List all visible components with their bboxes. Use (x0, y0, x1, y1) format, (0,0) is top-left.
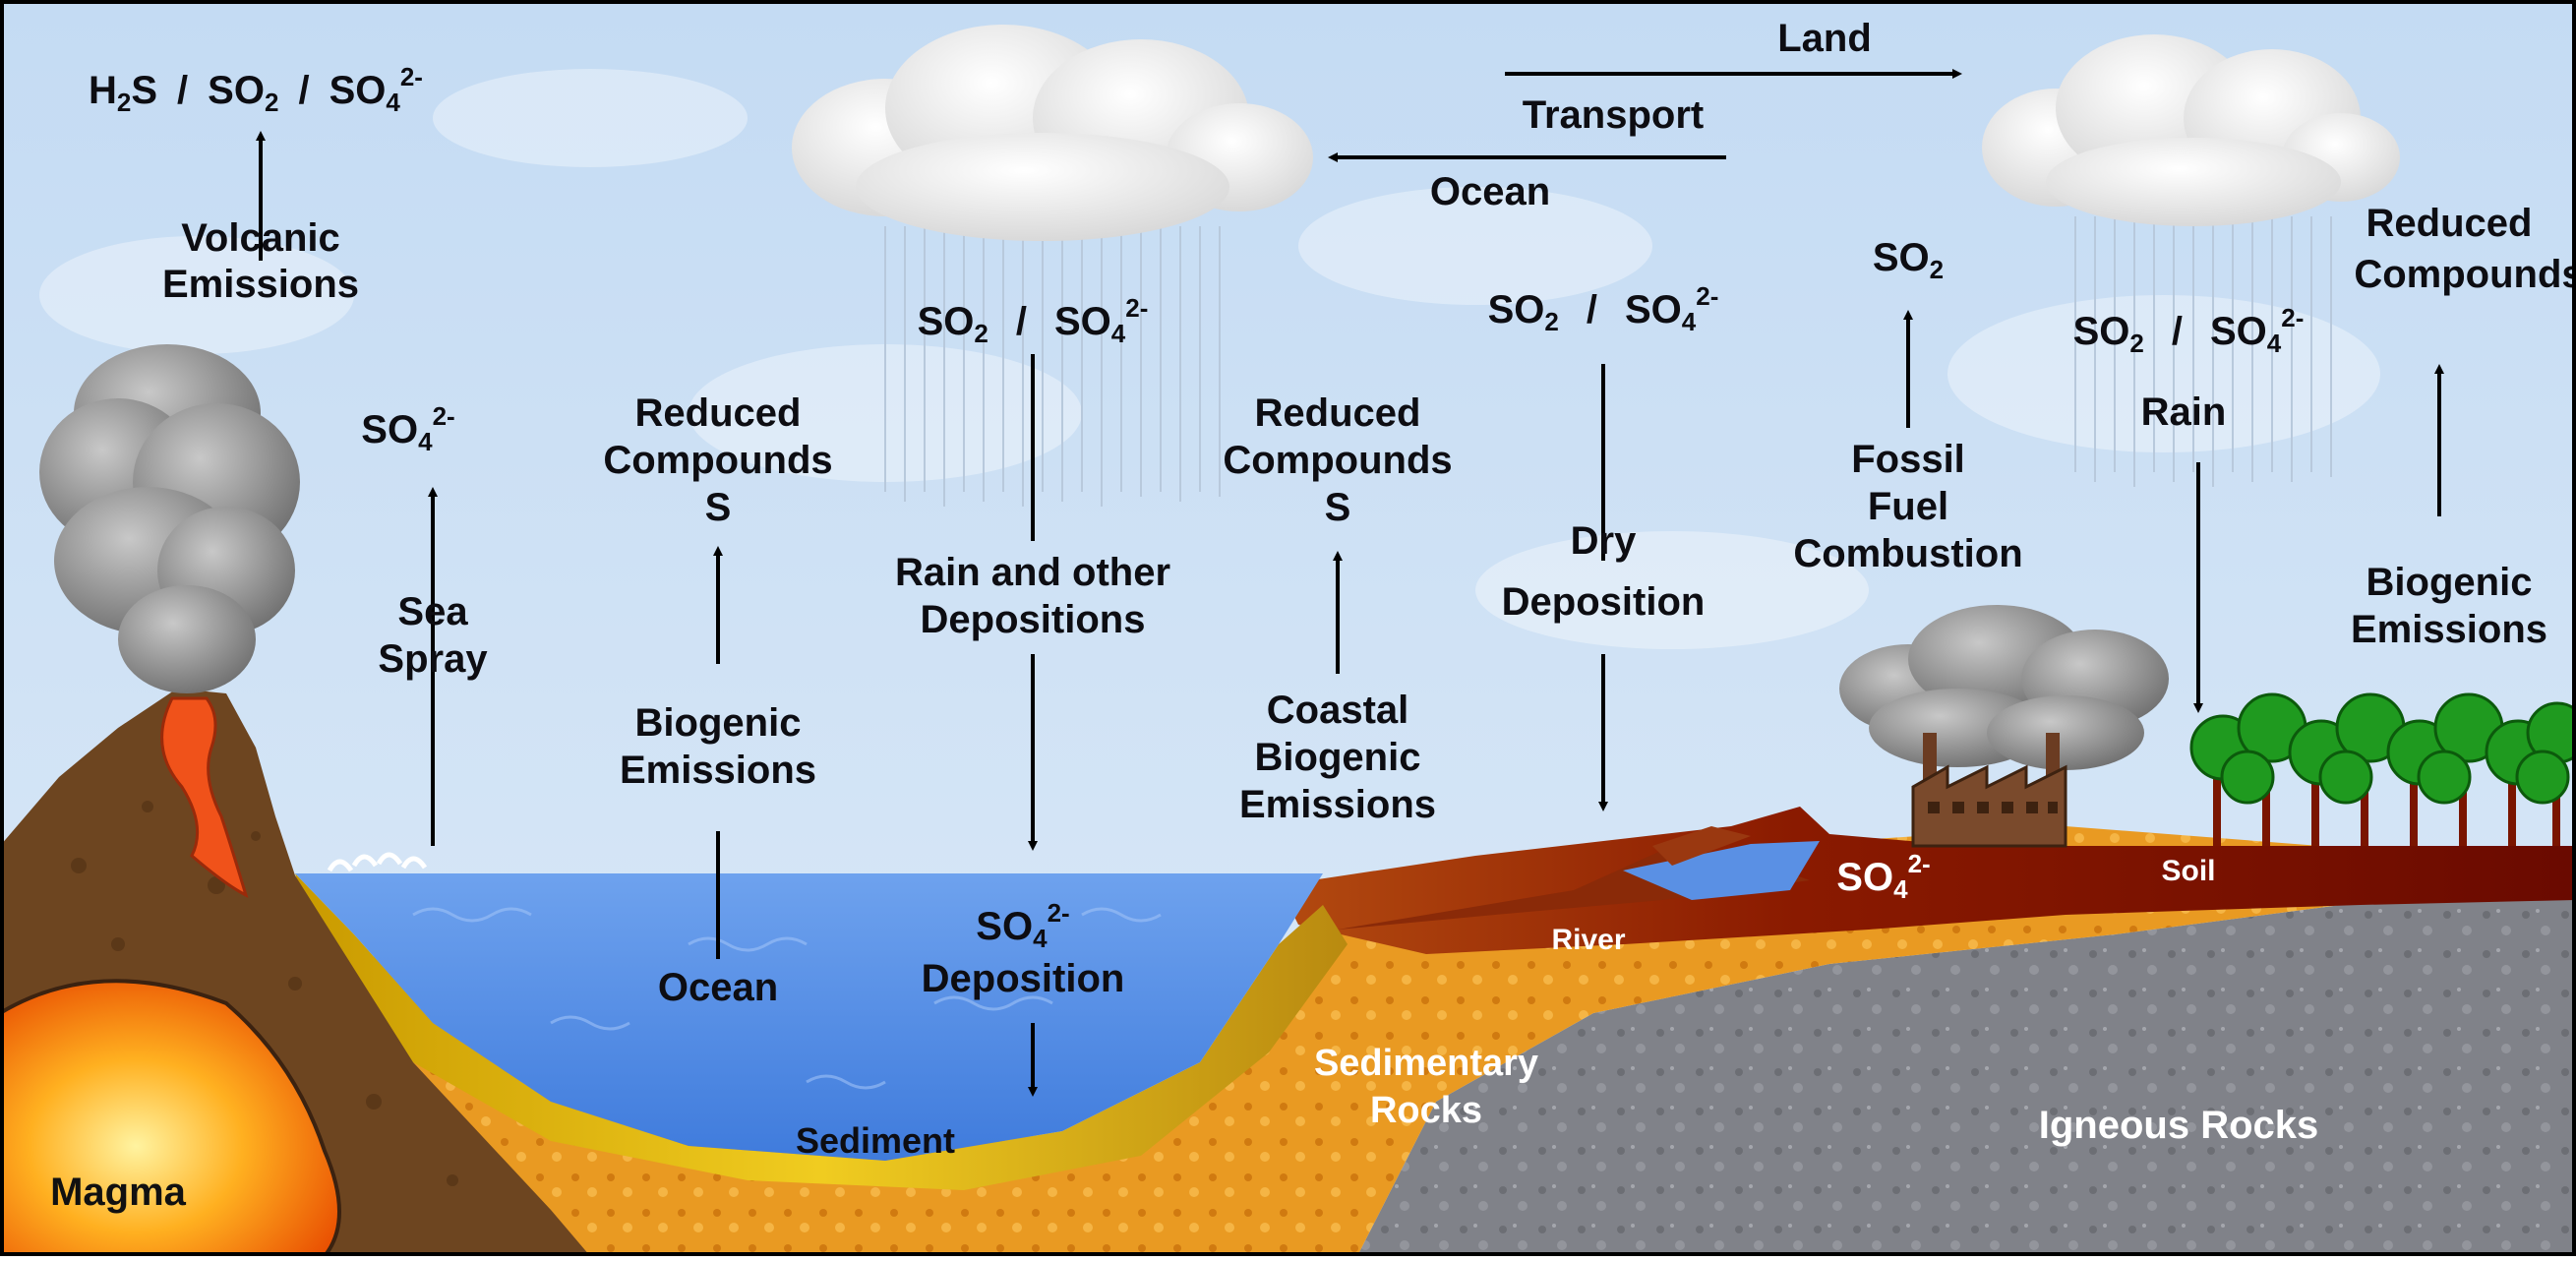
coastal-biogenic-label-1: Coastal (1267, 689, 1409, 732)
sedimentary-rocks-label-2: Rocks (1370, 1090, 1482, 1131)
transport-land-label: Land (1777, 17, 1872, 60)
fossil-product-label: SO2 (1873, 236, 1944, 284)
ocean-ripples (412, 907, 1162, 1090)
sulfate-deposition-label: Deposition (922, 957, 1125, 1000)
rain-depositions-label-2: Depositions (921, 598, 1146, 641)
sediment-layer (295, 873, 1348, 1190)
rain-label: Rain (2141, 390, 2227, 434)
soil-layer (1279, 807, 2576, 954)
dry-deposition-label-1: Dry (1571, 519, 1637, 563)
ocean-rain-streaks (884, 226, 1221, 507)
ocean-water (295, 873, 1323, 1161)
ocean-biogenic-label-1: Biogenic (635, 701, 802, 745)
lava-flow (160, 696, 249, 898)
volcanic-smoke (39, 344, 300, 693)
river-water (1623, 841, 1820, 900)
land-cloud (1982, 34, 2400, 487)
land-reduced-label-2: Compounds (2354, 253, 2576, 296)
rain-depositions-label-1: Rain and other (895, 551, 1170, 594)
sea-spray-waves (327, 852, 428, 872)
transport-ocean-label: Ocean (1430, 170, 1550, 213)
sea-spray-label-2: Spray (378, 637, 488, 681)
factory (1839, 605, 2169, 848)
transport-label: Transport (1523, 93, 1704, 137)
volcanic-emissions-label-2: Emissions (162, 263, 359, 306)
forest (2189, 692, 2576, 846)
land-cloud-gases-label: SO2/SO42- (2073, 303, 2305, 358)
ocean-reduced-label-3: S (705, 486, 732, 529)
fossil-fuel-label-3: Combustion (1793, 532, 2022, 575)
soil-label: Soil (2161, 855, 2215, 887)
igneous-rocks-layer (1357, 885, 2576, 1256)
factory-smoke (1839, 605, 2169, 770)
fossil-fuel-label-1: Fossil (1851, 438, 1965, 481)
land-biogenic-label-2: Emissions (2351, 608, 2547, 651)
sediment-label: Sediment (796, 1120, 955, 1161)
ocean-reduced-label-2: Compounds (603, 439, 832, 482)
dry-deposition-label-2: Deposition (1502, 580, 1706, 624)
sedimentary-rocks-label-1: Sedimentary (1314, 1043, 1538, 1084)
coastal-reduced-label-1: Reduced (1255, 391, 1421, 435)
coastal-biogenic-label-3: Emissions (1239, 783, 1436, 826)
ocean-cloud-body (792, 25, 1313, 241)
cloud-gases-label: SO2/SO42- (918, 293, 1149, 348)
volcanic-emissions-label-1: Volcanic (181, 216, 340, 260)
land-reduced-label-1: Reduced (2366, 202, 2533, 245)
ocean-label: Ocean (658, 966, 778, 1009)
dry-gases-label: SO2/SO42- (1488, 281, 1719, 336)
sea-spray-label-1: Sea (397, 590, 468, 633)
magma-label: Magma (50, 1171, 187, 1214)
river-bank (1652, 826, 1751, 866)
land-cloud-body (1982, 34, 2400, 226)
volcanic-gases-label: H2S/SO2/SO42- (89, 62, 423, 117)
fossil-fuel-label-2: Fuel (1868, 485, 1948, 528)
coastal-reduced-label-2: Compounds (1223, 439, 1452, 482)
sea-spray-product-label: SO42- (361, 401, 454, 456)
soil-sulfate-label: SO42- (1836, 849, 1930, 904)
flux-arrows (256, 69, 2444, 1097)
land-rain-streaks (2074, 216, 2332, 487)
ocean-biogenic-label-2: Emissions (620, 749, 816, 792)
river-label: River (1551, 924, 1625, 956)
sulfate-deposition-formula: SO42- (976, 898, 1069, 953)
magma-chamber (0, 979, 341, 1258)
igneous-rocks-label: Igneous Rocks (2039, 1104, 2319, 1147)
coastal-biogenic-label-2: Biogenic (1255, 736, 1421, 779)
land-biogenic-label-1: Biogenic (2366, 561, 2533, 604)
ocean-reduced-label-1: Reduced (635, 391, 802, 435)
coastal-reduced-label-3: S (1325, 486, 1351, 529)
ocean-cloud (792, 25, 1313, 507)
